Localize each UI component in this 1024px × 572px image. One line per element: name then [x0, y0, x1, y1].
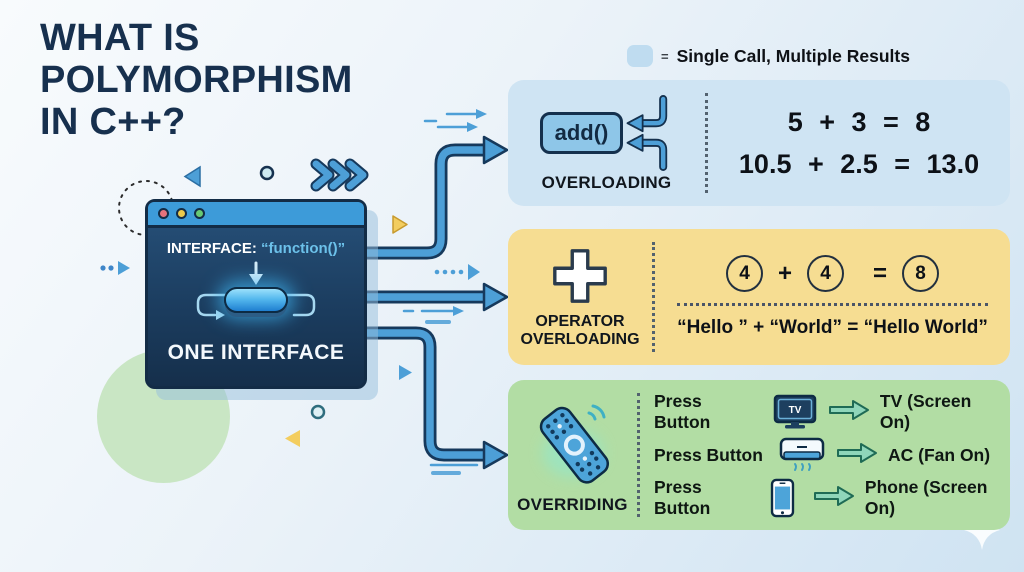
signal-waves-icon — [587, 404, 605, 421]
ac-icon — [778, 437, 826, 473]
panel-overriding: OVERRIDING Press Button TV — [508, 380, 1010, 530]
operator-overloading-label: OPERATOR OVERLOADING — [520, 312, 640, 348]
glowing-function-button[interactable] — [224, 287, 288, 313]
title-line-2: POLYMORPHISM — [40, 58, 353, 101]
triangle-yellow-left-icon — [285, 430, 300, 447]
divider — [652, 242, 655, 352]
result-label: TV (Screen On) — [879, 391, 972, 432]
overriding-left: OVERRIDING — [508, 380, 637, 530]
divider — [637, 393, 640, 517]
interface-line: INTERFACE: “function()” — [148, 240, 364, 257]
action-label: Press Button — [654, 391, 711, 432]
operator-examples: 4 + 4 = 8 “Hello ” + “World” = “Hello Wo… — [655, 229, 1010, 365]
close-icon — [158, 208, 169, 219]
panel-overloading: add() OVERLOADING 5 + 3 = 8 10.5 + 2.5 =… — [508, 80, 1010, 206]
chevrons-icon — [310, 158, 369, 192]
function-name-box: add() — [539, 112, 624, 154]
dotted-divider — [677, 303, 988, 306]
plus-operator: + — [777, 259, 792, 287]
result-label: AC (Fan On) — [888, 444, 991, 465]
triangle-blue-icon — [399, 365, 412, 380]
function-call-group: add() — [539, 93, 674, 173]
tv-icon: TV — [772, 394, 818, 430]
legend-swatch-icon — [627, 45, 653, 67]
dots-trail-left — [100, 261, 130, 275]
equation-int: 5 + 3 = 8 — [787, 106, 931, 137]
interface-value: “function()” — [261, 240, 346, 257]
result-arrow-icon — [813, 484, 855, 513]
page-title: WHAT IS POLYMORPHISM IN C++? — [40, 17, 353, 143]
equation-double: 10.5 + 2.5 = 13.0 — [738, 148, 980, 179]
triangle-left-icon — [183, 165, 201, 188]
overloading-left: add() OVERLOADING — [508, 80, 705, 206]
device-row-phone: Press Button Phone (Screen On) — [654, 477, 1000, 519]
arrow-to-operator-overloading — [358, 282, 509, 312]
title-line-3: IN C++? — [40, 100, 186, 143]
title-line-1: WHAT IS — [40, 17, 200, 59]
circled-number: 8 — [902, 255, 940, 292]
svg-text:TV: TV — [789, 405, 802, 416]
triangle-yellow-icon — [392, 215, 408, 234]
flow-loop-icon — [196, 261, 316, 320]
window-caption: ONE INTERFACE — [167, 341, 345, 364]
overloading-equations: 5 + 3 = 8 10.5 + 2.5 = 13.0 — [708, 80, 1010, 206]
arrow-to-overloading — [358, 135, 509, 260]
speed-lines-mid — [402, 306, 464, 324]
speed-lines-bottom — [429, 463, 479, 475]
string-equation: “Hello ” + “World” = “Hello World” — [677, 317, 988, 338]
function-flow — [176, 259, 336, 333]
phone-icon — [762, 478, 803, 518]
legend-label: Single Call, Multiple Results — [676, 45, 910, 66]
result-arrow-icon — [828, 398, 870, 427]
interface-window: INTERFACE: “function()” ONE INTERFACE — [145, 199, 367, 389]
circle-outline-icon-2 — [310, 404, 326, 420]
circled-number: 4 — [807, 255, 844, 292]
window-titlebar — [148, 202, 364, 228]
equals-operator: = — [873, 259, 888, 287]
interface-label: INTERFACE: — [166, 240, 257, 257]
legend-equals: = — [661, 48, 669, 64]
arrow-to-overriding — [358, 326, 509, 470]
result-label: Phone (Screen On) — [864, 477, 988, 518]
number-equation: 4 + 4 = 8 — [675, 255, 990, 292]
remote-control-icon — [539, 404, 609, 484]
panel-operator-overloading: OPERATOR OVERLOADING 4 + 4 = 8 “Hello ” … — [508, 229, 1010, 365]
legend: = Single Call, Multiple Results — [627, 45, 910, 67]
overriding-examples: Press Button TV TV (Screen On) — [640, 380, 1010, 530]
device-row-ac: Press Button AC (Fa — [654, 437, 1000, 473]
circle-outline-icon — [259, 165, 275, 181]
return-arrows-icon — [626, 95, 668, 171]
action-label: Press Button — [654, 444, 763, 465]
maximize-icon — [194, 208, 205, 219]
dots-trail-mid — [434, 264, 480, 280]
operator-left: OPERATOR OVERLOADING — [508, 229, 652, 365]
circled-number: 4 — [725, 255, 763, 292]
overloading-label: OVERLOADING — [541, 173, 672, 192]
device-row-tv: Press Button TV TV (Screen On) — [654, 391, 1000, 433]
minimize-icon — [176, 208, 187, 219]
divider — [705, 93, 708, 193]
speed-lines-top — [423, 109, 487, 132]
overriding-label: OVERRIDING — [517, 495, 628, 514]
sparkle-icon — [964, 510, 1000, 550]
result-arrow-icon — [836, 441, 878, 470]
plus-icon — [553, 248, 607, 303]
action-label: Press Button — [654, 477, 711, 518]
